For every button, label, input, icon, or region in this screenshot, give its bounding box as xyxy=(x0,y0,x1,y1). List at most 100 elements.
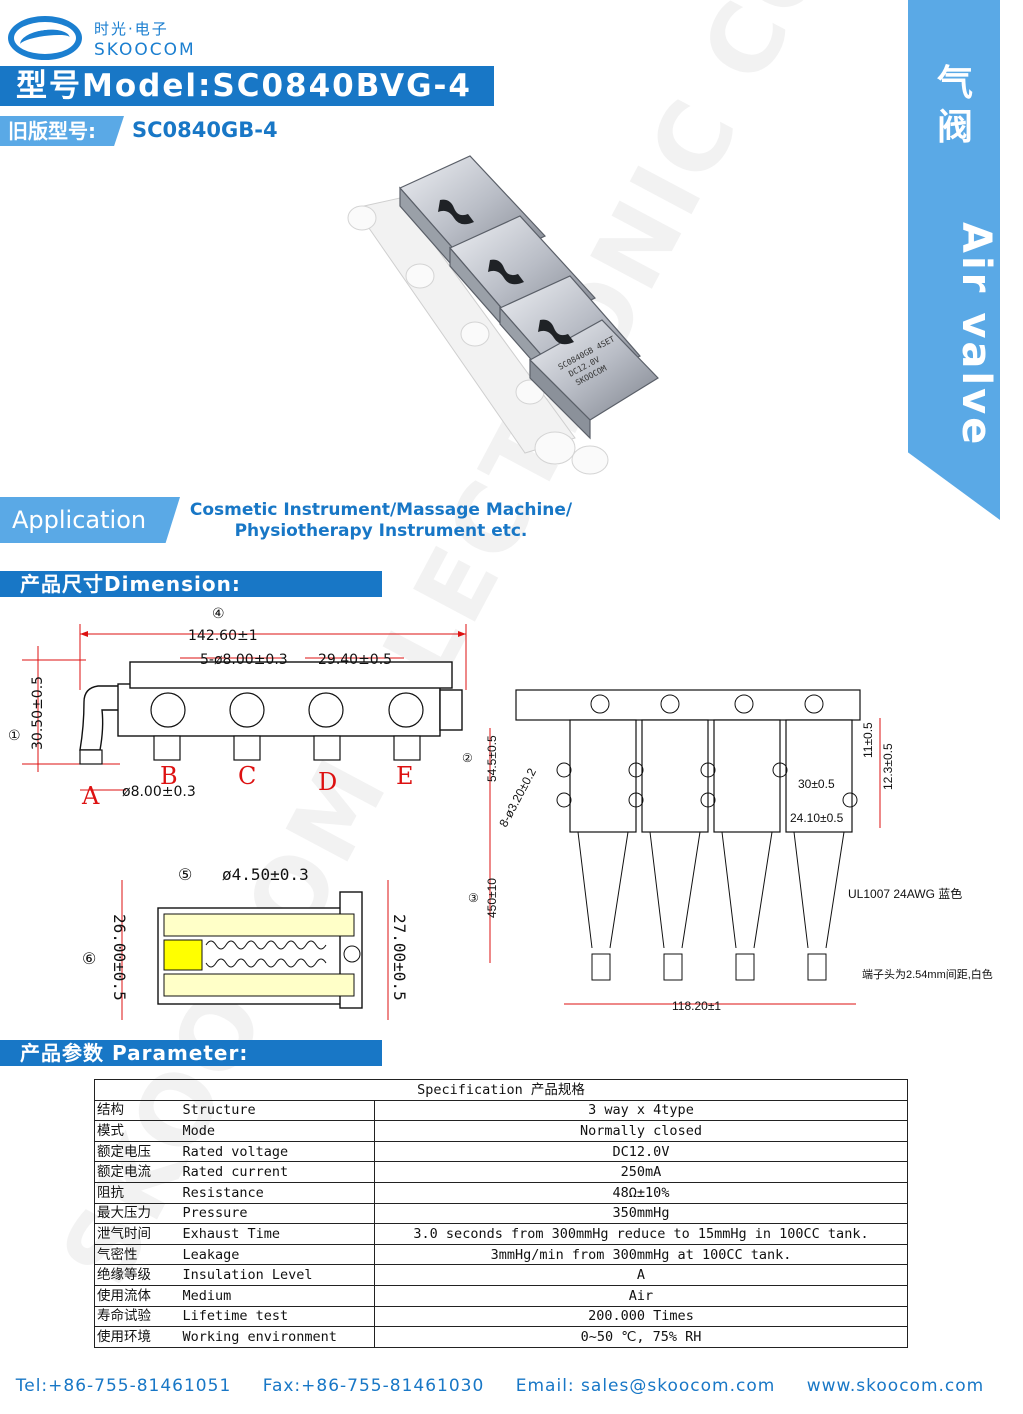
dim-lead-length: 450±10 xyxy=(485,878,499,918)
dim-width: 118.20±1 xyxy=(672,999,721,1013)
footer-fax: Fax:+86-755-81461030 xyxy=(262,1376,485,1396)
dim-side-height-2: 27.00±0.5 xyxy=(390,914,409,1001)
old-model-label: 旧版型号: xyxy=(0,116,124,146)
row-en: Leakage xyxy=(180,1243,375,1266)
row-cn: 绝缘等级 xyxy=(94,1264,181,1286)
dim-callout-5: ⑤ xyxy=(178,865,192,884)
row-value: 250mA xyxy=(374,1161,908,1183)
category-ribbon xyxy=(908,0,1000,520)
row-value: 350mmHg xyxy=(374,1202,908,1225)
dim-total-length: 142.60±1 xyxy=(188,628,258,644)
row-value: 3.0 seconds from 300mmHg reduce to 15mmH… xyxy=(374,1223,908,1245)
terminal-spec: 端子头为2.54mm间距,白色 xyxy=(862,967,993,981)
dim-body-height: 54.5±0.5 xyxy=(485,735,499,782)
row-cn: 寿命试验 xyxy=(94,1305,181,1328)
port-label-b: B xyxy=(160,762,178,790)
row-cn: 模式 xyxy=(94,1120,181,1142)
dim-24-1: 24.10±0.5 xyxy=(790,811,844,825)
row-value: 3 way x 4type xyxy=(374,1099,908,1122)
brand-name-cn: 时光·电子 xyxy=(94,20,169,38)
dim-callout-6: ⑥ xyxy=(82,949,96,968)
row-value: Normally closed xyxy=(374,1120,908,1142)
application-line-2: Physiotherapy Instrument etc. xyxy=(234,521,528,541)
row-cn: 使用环境 xyxy=(94,1326,181,1348)
port-label-e: E xyxy=(396,762,414,790)
row-en: Working environment xyxy=(180,1326,375,1348)
product-photo: SC0840GB 4SET DC12.0V SKOOCOM xyxy=(347,155,659,475)
port-label-d: D xyxy=(318,768,337,796)
front-view-drawing: ④ 142.60±1 5-ø8.00±0.3 29.40±0.5 ① 30.50… xyxy=(8,606,467,810)
side-view-drawing: ⑤ ø4.50±0.3 ⑥ 26.00±0.5 27.00±0.5 xyxy=(82,865,409,1020)
application-label: Application xyxy=(0,497,180,543)
row-en: Insulation Level xyxy=(180,1264,375,1286)
row-cn: 最大压力 xyxy=(94,1202,181,1225)
row-value: 3mmHg/min from 300mmHg at 100CC tank. xyxy=(374,1243,908,1266)
spec-table-title: Specification 产品规格 xyxy=(94,1079,908,1101)
dim-height: 30.50±0.5 xyxy=(30,676,46,750)
row-cn: 额定电流 xyxy=(94,1161,181,1183)
footer-website-link[interactable]: www.skoocom.com xyxy=(806,1376,985,1396)
row-value: DC12.0V xyxy=(374,1140,908,1163)
row-cn: 使用流体 xyxy=(94,1284,181,1307)
logo-mark-icon xyxy=(8,16,82,60)
row-value: Air xyxy=(374,1284,908,1307)
dim-callout-1: ① xyxy=(8,728,21,744)
dim-port-dia: ø8.00±0.3 xyxy=(122,784,196,800)
dimension-heading: 产品尺寸Dimension: xyxy=(0,571,382,597)
parameter-heading: 产品参数 Parameter: xyxy=(0,1040,382,1066)
row-cn: 结构 xyxy=(94,1099,181,1122)
application-text: Cosmetic Instrument/Massage Machine/ Phy… xyxy=(186,500,576,542)
row-en: Structure xyxy=(180,1099,375,1122)
row-en: Mode xyxy=(180,1120,375,1142)
row-en: Rated current xyxy=(180,1161,375,1183)
row-value: 48Ω±10% xyxy=(374,1181,908,1204)
row-en: Lifetime test xyxy=(180,1305,375,1328)
footer-tel[interactable]: Tel:+86-755-81461051 xyxy=(15,1376,232,1396)
row-en: Medium xyxy=(180,1284,375,1307)
dim-callout-3: ③ xyxy=(468,891,479,905)
row-value: A xyxy=(374,1264,908,1286)
brand-logo: 时光·电子 SKOOCOM xyxy=(6,12,194,62)
dim-mount-holes: 8-ø3.20±0.2 xyxy=(496,765,539,829)
row-value: 200.000 Times xyxy=(374,1305,908,1328)
old-model-value: SC0840GB-4 xyxy=(132,118,278,142)
dim-plunger-dia: ø4.50±0.3 xyxy=(222,865,309,884)
model-title: 型号Model:SC0840BVG-4 xyxy=(0,66,494,106)
category-en: Air valve xyxy=(953,222,999,448)
dim-12-3: 12.3±0.5 xyxy=(881,743,895,790)
row-en: Exhaust Time xyxy=(180,1223,375,1245)
footer-email-link[interactable]: Email: sales@skoocom.com xyxy=(515,1376,776,1396)
application-line-1: Cosmetic Instrument/Massage Machine/ xyxy=(189,500,573,520)
row-cn: 泄气时间 xyxy=(94,1223,181,1245)
dim-side-height-1: 26.00±0.5 xyxy=(110,914,129,1001)
contact-footer: Tel:+86-755-81461051 Fax:+86-755-8146103… xyxy=(0,1376,1000,1396)
dim-30: 30±0.5 xyxy=(798,777,835,791)
row-en: Rated voltage xyxy=(180,1140,375,1163)
dim-callout-2: ② xyxy=(462,751,473,765)
dim-11: 11±0.5 xyxy=(861,722,875,758)
port-label-a: A xyxy=(81,782,100,810)
row-cn: 气密性 xyxy=(94,1243,181,1266)
top-view-drawing: ② 54.5±0.5 8-ø3.20±0.2 ③ 450±10 11±0.5 1… xyxy=(462,689,993,1013)
row-cn: 阻抗 xyxy=(94,1181,181,1204)
dim-callout-4: ④ xyxy=(212,606,225,622)
row-en: Resistance xyxy=(180,1181,375,1204)
port-label-c: C xyxy=(238,762,256,790)
row-cn: 额定电压 xyxy=(94,1140,181,1163)
dim-pitch: 29.40±0.5 xyxy=(318,652,392,668)
row-value: 0~50 ℃, 75% RH xyxy=(374,1326,908,1348)
wire-spec: UL1007 24AWG 蓝色 xyxy=(848,887,962,901)
